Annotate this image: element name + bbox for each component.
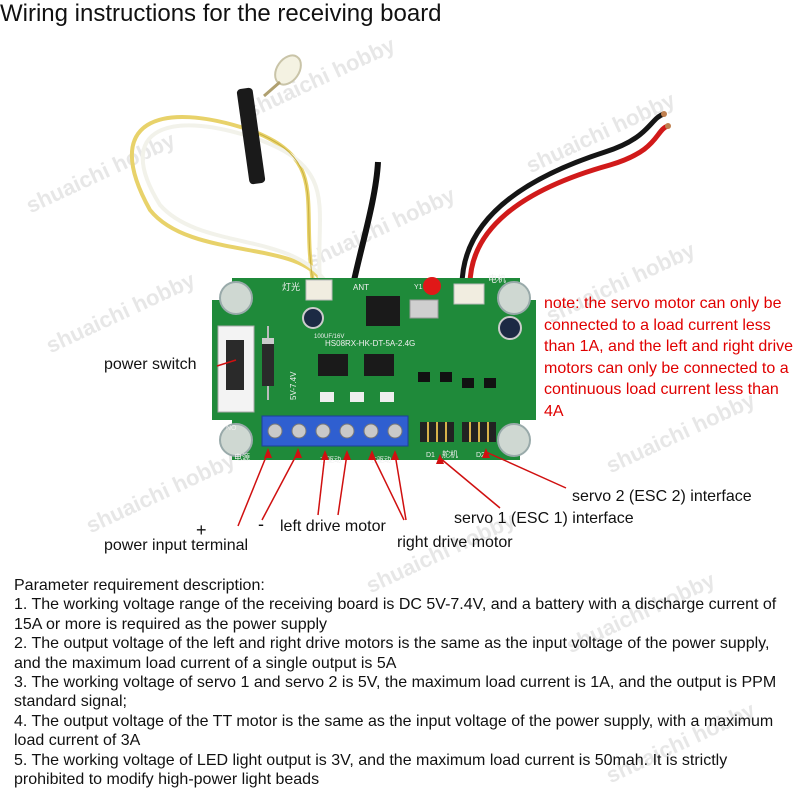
silk-no: NO <box>226 425 237 432</box>
silk-light: 灯光 <box>282 281 300 292</box>
label-plus: + <box>196 520 207 540</box>
silk-d1: D1 <box>426 452 435 459</box>
parameter-heading: Parameter requirement description: <box>14 577 265 594</box>
parameter-description: Parameter requirement description: 1. Th… <box>14 576 796 789</box>
silk-cap: 100UF/16V <box>314 334 344 340</box>
motor-wire-red <box>467 123 670 286</box>
crystal <box>409 299 439 319</box>
capacitor <box>498 316 522 340</box>
silk-model: HS08RX-HK-DT-5A-2.4G <box>325 339 415 348</box>
power-switch-toggle <box>226 340 244 390</box>
chip <box>366 296 400 326</box>
led-connector <box>305 279 333 301</box>
silk-motor: 电机 <box>488 273 506 284</box>
silk-d2: D2 <box>476 452 485 459</box>
silk-drive-a: 左驱动 <box>320 455 341 464</box>
silk-y1: Y1 <box>414 284 423 291</box>
led-wire-white <box>140 123 328 284</box>
antenna-wire <box>349 161 381 291</box>
silk-drive-b: 右驱动 <box>370 455 391 464</box>
parameter-item: 1. The working voltage range of the rece… <box>14 596 777 633</box>
diode <box>262 338 274 386</box>
receiver-board-photo: HS08RX-HK-DT-5A-2.4G ANT 100UF/16V 灯光 电机… <box>129 54 671 527</box>
label-power-input: power input terminal <box>104 537 249 554</box>
parameter-item: 2. The output voltage of the left and ri… <box>14 635 770 672</box>
parameter-item: 3. The working voltage of servo 1 and se… <box>14 674 777 711</box>
parameter-item: 4. The output voltage of the TT motor is… <box>14 712 774 750</box>
label-minus: - <box>258 514 264 534</box>
label-power-switch: power switch <box>104 356 197 373</box>
label-right-motor: right drive motor <box>397 534 513 551</box>
status-led-icon <box>423 277 441 295</box>
label-servo2: servo 2 (ESC 2) interface <box>572 488 752 505</box>
silk-ant: ANT <box>353 283 369 292</box>
warning-note: note: the servo motor can only be connec… <box>544 295 794 420</box>
silk-servo: 舵机 <box>442 449 458 459</box>
page-title: Wiring instructions for the receiving bo… <box>0 0 442 27</box>
servo-headers <box>420 422 496 442</box>
terminal-block <box>261 415 409 447</box>
label-left-motor: left drive motor <box>280 518 386 535</box>
motor-wire-black <box>459 111 665 287</box>
parameter-item: 5. The working voltage of LED light outp… <box>14 751 728 789</box>
motor-connector <box>453 283 485 305</box>
chip <box>318 354 348 376</box>
silk-power: 电源 <box>234 452 250 462</box>
heat-shrink <box>236 87 266 185</box>
arrow-heads <box>264 448 490 464</box>
callout-arrows <box>216 359 567 527</box>
label-servo1: servo 1 (ESC 1) interface <box>454 510 634 527</box>
chip <box>364 354 394 376</box>
silk-vin: 5V-7.4V <box>289 371 298 400</box>
led-bulb-icon <box>274 54 302 86</box>
capacitor <box>302 307 324 329</box>
